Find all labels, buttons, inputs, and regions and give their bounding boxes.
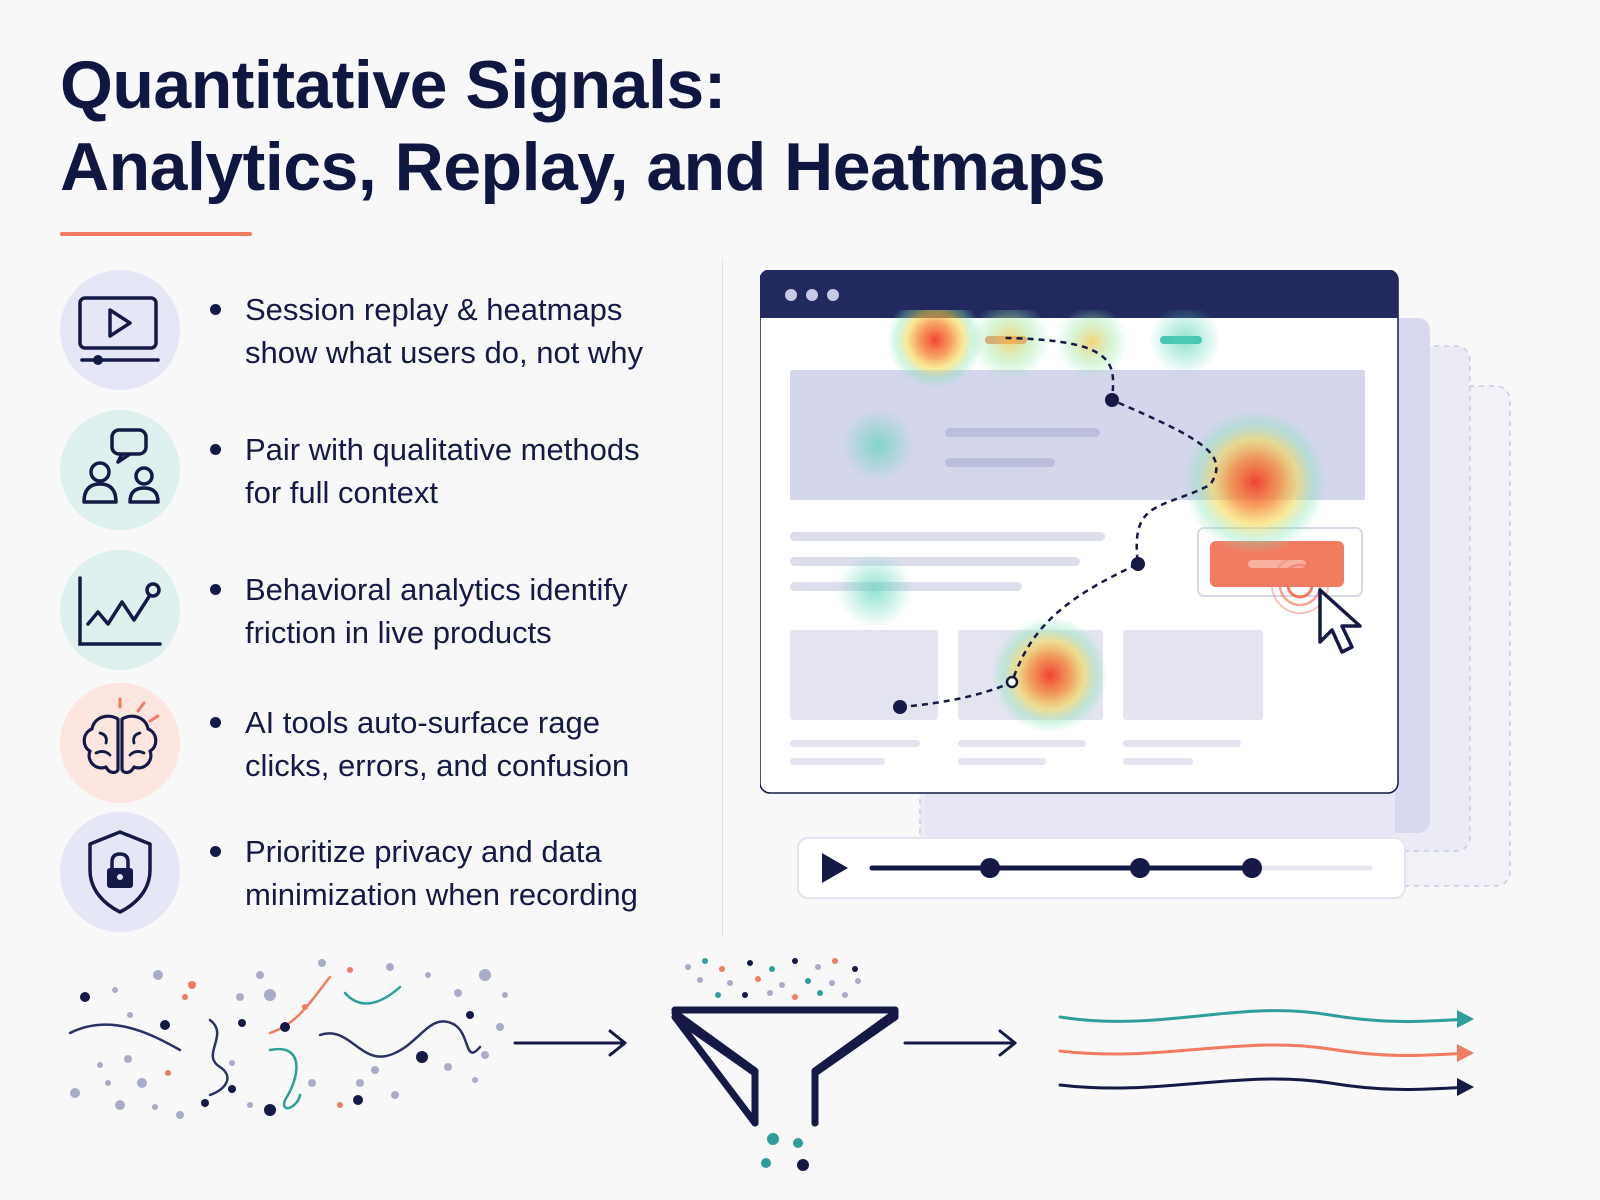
video-player-icon (78, 296, 160, 365)
point-badge (60, 550, 180, 670)
point-badge (60, 270, 180, 390)
point-line-2: minimization when recording (245, 877, 638, 912)
point-text: AI tools auto-surface rage clicks, error… (245, 701, 715, 787)
bullet-dot (210, 304, 221, 315)
brain-icon (82, 697, 160, 775)
point-line-2: friction in live products (245, 615, 552, 650)
point-text: Prioritize privacy and data minimization… (245, 830, 715, 916)
point-badge (60, 410, 180, 530)
bullet-dot (210, 717, 221, 728)
title-underline (60, 232, 252, 236)
heatmap-overlay (837, 310, 1327, 733)
replay-bar (797, 837, 1406, 899)
play-icon (822, 853, 848, 883)
point-line-2: for full context (245, 475, 438, 510)
point-qualitative: Pair with qualitative methods for full c… (60, 410, 710, 534)
scattered-data-icon (68, 959, 508, 1119)
session-replay-illustration (760, 270, 1511, 899)
point-line-2: clicks, errors, and confusion (245, 748, 630, 783)
point-session-replay: Session replay & heatmaps show what user… (60, 270, 710, 394)
point-behavioral-analytics: Behavioral analytics identify friction i… (60, 550, 710, 674)
shield-lock-icon (88, 830, 152, 914)
title-line-2: Analytics, Replay, and Heatmaps (60, 129, 1106, 205)
users-chat-icon (82, 428, 160, 504)
page-title: Quantitative Signals: Analytics, Replay,… (60, 44, 1106, 208)
point-privacy: Prioritize privacy and data minimization… (60, 812, 710, 936)
trend-line-icon (78, 576, 162, 646)
point-line-1: Session replay & heatmaps (245, 292, 623, 327)
point-line-2: show what users do, not why (245, 335, 644, 370)
point-badge (60, 683, 180, 803)
point-text: Session replay & heatmaps show what user… (245, 288, 715, 374)
bullet-dot (210, 846, 221, 857)
point-line-1: Behavioral analytics identify (245, 572, 628, 607)
arrow-right-icon (513, 1029, 627, 1057)
point-text: Behavioral analytics identify friction i… (245, 568, 715, 654)
bullet-dot (210, 444, 221, 455)
click-path (893, 336, 1218, 714)
point-line-1: Prioritize privacy and data (245, 834, 602, 869)
point-line-1: Pair with qualitative methods (245, 432, 640, 467)
arrow-right-icon (903, 1029, 1017, 1057)
bullet-dot (210, 584, 221, 595)
browser-window (760, 270, 1399, 794)
funnel-icon (671, 958, 899, 1171)
data-funnel-flow (68, 958, 1474, 1171)
cursor-icon (1318, 588, 1362, 654)
point-text: Pair with qualitative methods for full c… (245, 428, 715, 514)
streamlined-signals-icon (1058, 1009, 1474, 1096)
point-ai-tools: AI tools auto-surface rage clicks, error… (60, 683, 710, 807)
point-badge (60, 812, 180, 932)
title-line-1: Quantitative Signals: (60, 47, 726, 123)
column-divider (722, 258, 723, 936)
point-line-1: AI tools auto-surface rage (245, 705, 600, 740)
